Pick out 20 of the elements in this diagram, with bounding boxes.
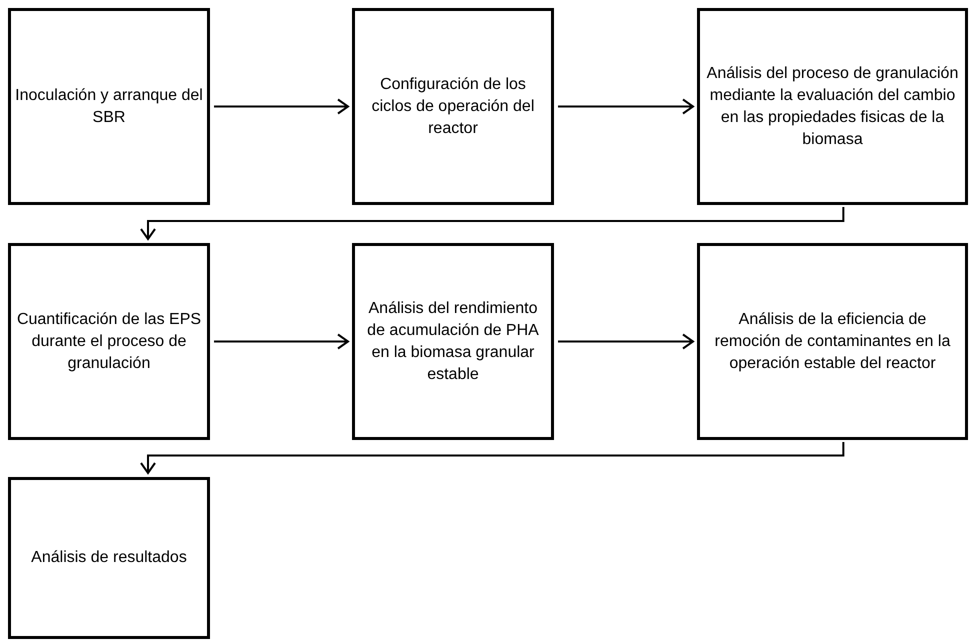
arrow	[558, 334, 694, 350]
process-box	[697, 243, 968, 440]
process-box	[8, 243, 210, 440]
process-box	[8, 8, 210, 205]
box-text: Análisis de resultados	[31, 548, 187, 568]
process-box	[697, 8, 968, 205]
box-text: Análisis de la eficiencia de remoción de contaminantes en la operación estable del reactor	[714, 310, 952, 374]
box-text: Análisis del proceso de granulación mediante la evaluación del cambio en las propiedades fisicas de la biomasa	[706, 64, 960, 150]
arrow	[140, 207, 844, 240]
process-box	[352, 8, 554, 205]
box-text: Configuración de los ciclos de operación del reactor	[370, 74, 536, 138]
box-text: Análisis del rendimiento de acumulación de PHA en la biomasa granular estable	[366, 298, 540, 384]
arrow	[214, 334, 349, 350]
arrow	[140, 442, 844, 474]
arrow	[558, 98, 694, 114]
box-text: Inoculación y arranque del SBR	[15, 86, 203, 128]
process-box	[8, 477, 210, 639]
process-box	[352, 243, 554, 440]
arrow	[214, 98, 349, 114]
box-text: Cuantificación de las EPS durante el proceso de granulación	[16, 310, 202, 374]
